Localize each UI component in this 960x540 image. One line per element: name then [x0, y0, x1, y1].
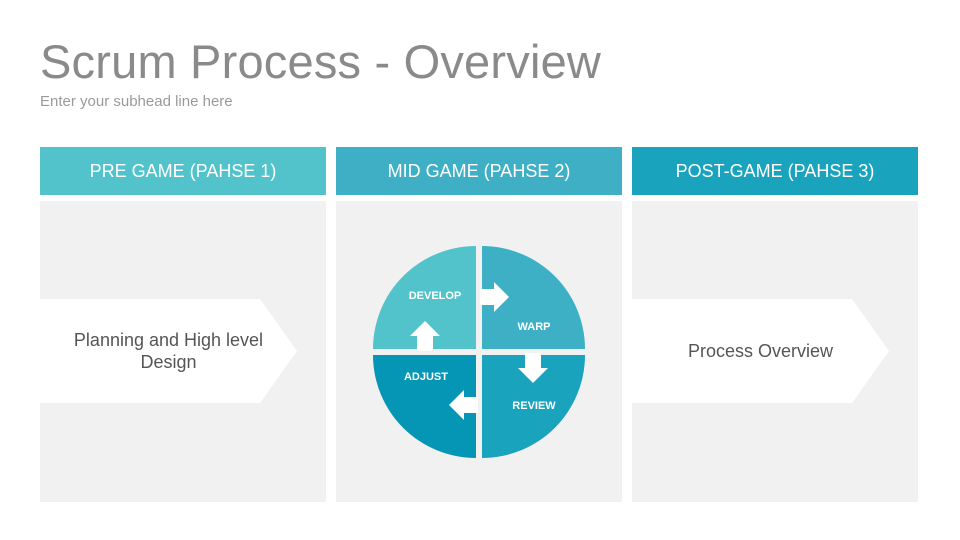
review-label: REVIEW	[512, 400, 556, 412]
adjust-quadrant	[373, 355, 476, 458]
arrow-right-icon	[480, 282, 509, 312]
phase-3-arrow-box: Process Overview	[632, 299, 889, 403]
scrum-cycle-diagram: DEVELOP WARP REVIEW ADJUST	[373, 246, 585, 458]
phase-3-content: Process Overview	[687, 341, 834, 361]
arrow-up-icon	[410, 321, 440, 351]
arrow-left-icon	[449, 390, 478, 420]
review-quadrant	[482, 355, 585, 458]
phase-2-panel: DEVELOP WARP REVIEW ADJUST	[336, 201, 622, 502]
phase-2-header: MID GAME (PAHSE 2)	[336, 147, 622, 195]
warp-label: WARP	[518, 321, 551, 333]
phase-3-panel: Process Overview	[632, 201, 918, 502]
arrow-down-icon	[518, 353, 548, 383]
develop-quadrant	[373, 246, 476, 349]
phase-1-content: Planning and High level Design	[73, 330, 264, 372]
develop-label: DEVELOP	[409, 290, 462, 302]
phase-1-header: PRE GAME (PAHSE 1)	[40, 147, 326, 195]
page-subtitle: Enter your subhead line here	[40, 93, 233, 110]
phase-3-header: POST-GAME (PAHSE 3)	[632, 147, 918, 195]
phase-1-panel: Planning and High level Design	[40, 201, 326, 502]
warp-quadrant	[482, 246, 585, 349]
phase-1-arrow-box: Planning and High level Design	[40, 299, 297, 403]
adjust-label: ADJUST	[404, 371, 448, 383]
page-title: Scrum Process - Overview	[40, 35, 602, 88]
